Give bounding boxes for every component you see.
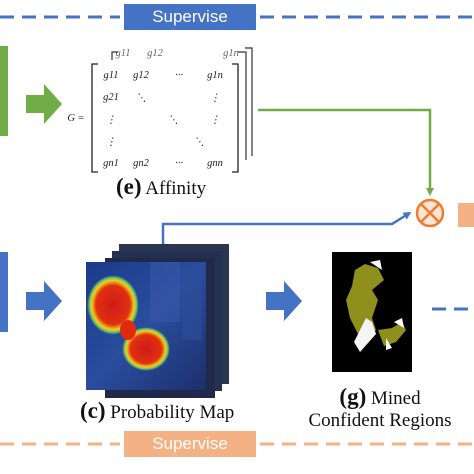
matrix-cell: ··· <box>175 158 183 169</box>
matrix-cell: ··· <box>175 70 183 81</box>
caption-probability-text: Probability Map <box>110 402 235 423</box>
matrix-cell: g21 <box>103 92 119 103</box>
mined-regions-image <box>332 252 412 372</box>
matrix-cell: gn2 <box>133 158 149 169</box>
matrix-cell: g12 <box>133 70 149 81</box>
supervise-top-label: Supervise <box>152 7 228 26</box>
green-block-arrow <box>26 84 62 124</box>
caption-mined-text2: Confident Regions <box>308 410 452 431</box>
matrix-cell: ⋮ <box>105 115 117 126</box>
matrix-back-cell: g1n <box>223 48 239 59</box>
caption-affinity: (e) Affinity <box>116 174 206 200</box>
supervise-bottom-label: Supervise <box>152 434 228 453</box>
probability-map-image <box>86 262 206 390</box>
matrix-cell: ⋮ <box>105 137 117 148</box>
supervise-bottom-box: Supervise <box>124 431 256 457</box>
blue-block-arrow-middle <box>266 281 302 321</box>
matrix-cell: ⋱ <box>167 115 179 126</box>
right-orange-block <box>458 203 474 227</box>
matrix-back-cell: g12 <box>147 48 163 59</box>
matrix-back-layers <box>111 47 253 160</box>
caption-mined-regions: (g) Mined Confident Regions <box>300 384 460 432</box>
circle-times-icon <box>415 198 445 228</box>
matrix-cell: gn1 <box>103 158 119 169</box>
matrix-brackets <box>91 63 239 173</box>
left-green-block <box>0 46 8 136</box>
matrix-cell: ⋮ <box>209 93 221 104</box>
caption-probability-letter: (c) <box>80 398 106 423</box>
green-connector <box>258 108 434 196</box>
matrix-cell: ⋱ <box>193 137 205 148</box>
matrix-cell: g11 <box>103 70 119 81</box>
caption-affinity-letter: (e) <box>116 174 142 199</box>
matrix-lhs: G = <box>67 113 85 124</box>
supervise-top-box: Supervise <box>124 4 256 30</box>
caption-affinity-text: Affinity <box>145 178 207 199</box>
matrix-back-cell: g11 <box>115 48 131 59</box>
matrix-cell: ⋮ <box>209 115 221 126</box>
matrix-cell: gnn <box>207 158 223 169</box>
blue-connector <box>161 211 412 244</box>
blue-block-arrow-left <box>26 281 62 321</box>
caption-mined-text: Mined <box>370 388 421 409</box>
left-blue-block <box>0 252 8 332</box>
caption-probability-map: (c) Probability Map <box>80 398 234 424</box>
matrix-cell: ⋱ <box>135 93 147 104</box>
caption-mined-letter: (g) <box>339 384 367 409</box>
matrix-cell: g1n <box>207 70 223 81</box>
